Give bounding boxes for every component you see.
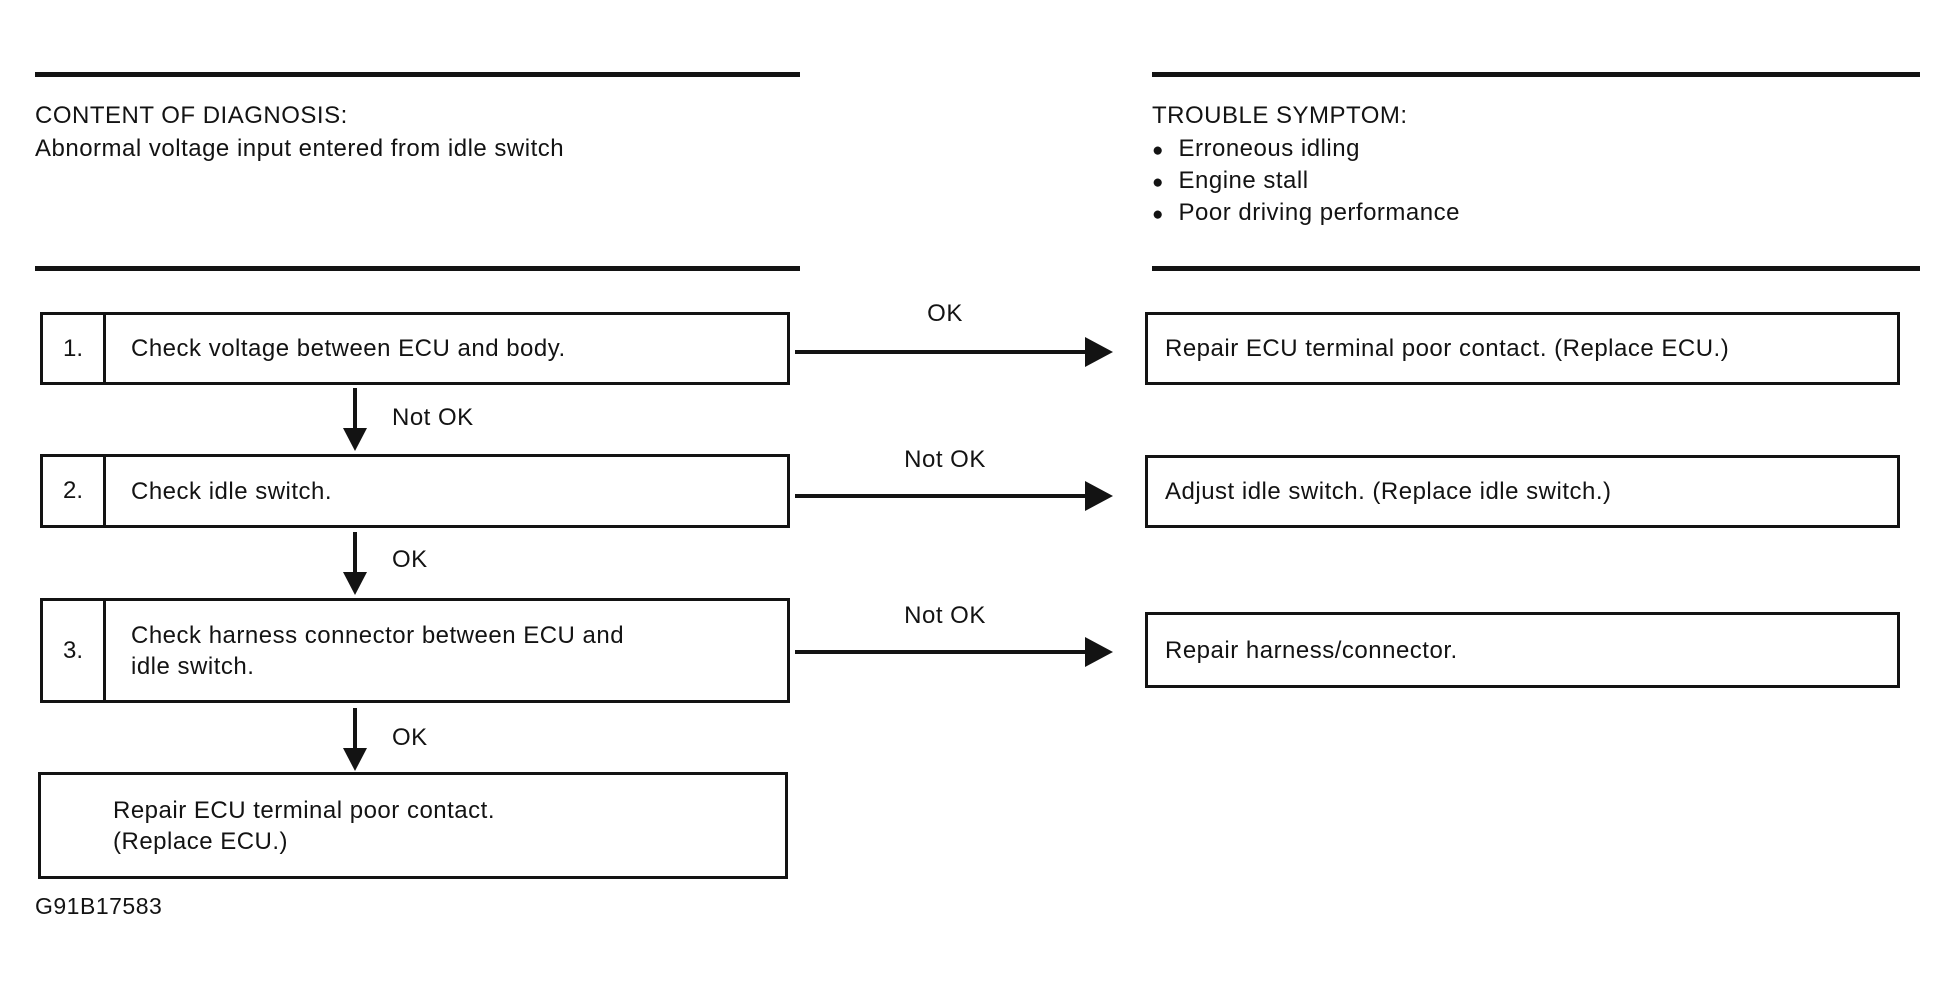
result-text: Adjust idle switch. (Replace idle switch… xyxy=(1165,478,1612,505)
branch-arrow-label: Not OK xyxy=(904,602,986,629)
branch-arrow-label: OK xyxy=(927,300,963,327)
diagnosis-title: CONTENT OF DIAGNOSIS: xyxy=(35,102,348,129)
symptom-item: ● Engine stall xyxy=(1152,165,1460,197)
symptom-item: ● Erroneous idling xyxy=(1152,133,1460,165)
down-arrow-icon xyxy=(353,388,357,428)
step-number: 2. xyxy=(43,457,106,525)
step-number: 1. xyxy=(43,315,106,382)
branch-arrow-icon xyxy=(795,350,1085,354)
step-text: Check voltage between ECU and body. xyxy=(131,335,566,362)
down-arrow-label: Not OK xyxy=(392,404,474,431)
branch-arrow-icon xyxy=(795,494,1085,498)
symptom-label: Erroneous idling xyxy=(1178,135,1360,162)
bullet-icon: ● xyxy=(1152,139,1164,161)
header-rule-left xyxy=(35,72,800,77)
symptom-list: ● Erroneous idling ● Engine stall ● Poor… xyxy=(1152,133,1460,229)
symptom-label: Poor driving performance xyxy=(1178,199,1460,226)
branch-arrow-label: Not OK xyxy=(904,446,986,473)
figure-code: G91B17583 xyxy=(35,893,163,919)
header-rule-right xyxy=(1152,72,1920,77)
divider-rule-right xyxy=(1152,266,1920,271)
down-arrow-icon xyxy=(353,532,357,572)
step-number: 3. xyxy=(43,601,106,700)
result-text: Repair ECU terminal poor contact. (Repla… xyxy=(1165,335,1730,362)
down-arrow-icon xyxy=(353,708,357,748)
final-box: Repair ECU terminal poor contact. (Repla… xyxy=(38,772,788,879)
branch-arrow-icon xyxy=(795,650,1085,654)
symptom-label: Engine stall xyxy=(1178,167,1309,194)
symptom-item: ● Poor driving performance xyxy=(1152,197,1460,229)
step-text: Check harness connector between ECU and … xyxy=(131,621,625,680)
step-box-1: 1. Check voltage between ECU and body. xyxy=(40,312,790,385)
down-arrow-label: OK xyxy=(392,546,428,573)
step-box-2: 2. Check idle switch. xyxy=(40,454,790,528)
step-text: Check idle switch. xyxy=(131,477,333,505)
result-box-1: Repair ECU terminal poor contact. (Repla… xyxy=(1145,312,1900,385)
diagnosis-subtitle: Abnormal voltage input entered from idle… xyxy=(35,135,565,162)
final-text: Repair ECU terminal poor contact. (Repla… xyxy=(113,796,495,855)
bullet-icon: ● xyxy=(1152,171,1164,193)
symptom-title: TROUBLE SYMPTOM: xyxy=(1152,102,1408,129)
down-arrow-label: OK xyxy=(392,724,428,751)
step-box-3: 3. Check harness connector between ECU a… xyxy=(40,598,790,703)
bullet-icon: ● xyxy=(1152,203,1164,225)
result-box-3: Repair harness/connector. xyxy=(1145,612,1900,688)
divider-rule-left xyxy=(35,266,800,271)
result-text: Repair harness/connector. xyxy=(1165,636,1458,664)
result-box-2: Adjust idle switch. (Replace idle switch… xyxy=(1145,455,1900,528)
